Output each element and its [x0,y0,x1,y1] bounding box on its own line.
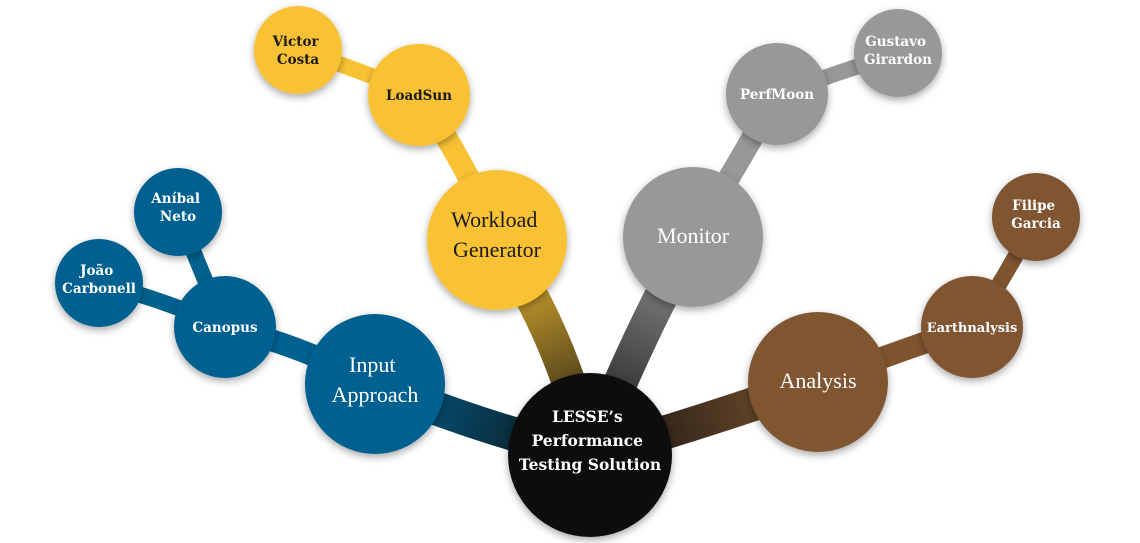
root-label: LESSE’s Performance Testing Solution [519,407,661,474]
monitor-line-1: Monitor [657,223,730,248]
earthnalysis-circle [921,276,1023,378]
joao-carbonell-label: João Carbonell [62,263,136,297]
canopus-circle [174,276,276,378]
input-approach-line-2: Approach [332,382,419,407]
gustavo-girardon-line-1: Gustavo [865,34,926,50]
analysis-circle [748,312,888,452]
anibal-neto-line-1: Aníbal [150,191,200,207]
joao-carbonell-circle [55,239,143,327]
root-circle [508,373,672,537]
root-label-line-1: LESSE’s [552,407,623,426]
canopus-label: Canopus [192,320,258,336]
filipe-garcia-line-1: Filipe [1012,198,1055,214]
victor-costa-line-2: Costa [277,52,320,68]
monitor-circle [623,167,763,307]
perfmoon-label: PerfMoon [740,87,814,103]
victor-costa-circle [254,6,342,94]
earthnalysis-label: Earthnalysis [927,321,1018,336]
victor-costa-label: Victor Costa [272,34,324,68]
loadsun-label: LoadSun [386,88,452,104]
root-node: LESSE’s Performance Testing Solution [508,373,672,537]
loadsun-circle [368,44,470,146]
canopus-line-1: Canopus [192,320,258,336]
filipe-garcia-circle [992,173,1080,261]
input-approach-circle [305,314,445,454]
loadsun-line-1: LoadSun [386,88,452,104]
filipe-garcia-line-2: Garcia [1011,216,1061,232]
gustavo-girardon-label: Gustavo Girardon [864,34,932,68]
anibal-neto-label: Aníbal Neto [150,191,204,225]
gustavo-girardon-line-2: Girardon [864,52,932,68]
workload-generator-line-1: Workload [451,207,537,232]
perfmoon-circle [726,43,828,145]
gustavo-girardon-circle [854,9,942,97]
analysis-line-1: Analysis [780,368,857,393]
root-label-line-2: Performance [532,431,644,450]
anibal-neto-line-2: Neto [160,209,196,225]
workload-generator-label: Workload Generator [451,207,543,262]
input-approach-label: Input Approach [332,352,419,407]
filipe-garcia-label: Filipe Garcia [1011,198,1061,232]
branch-workload-generator: Workload Generator LoadSun Victor Costa [254,6,567,310]
victor-costa-line-1: Victor [272,34,320,50]
joao-carbonell-line-1: João [79,263,113,279]
branch-analysis: Analysis Earthnalysis Filipe Garcia [748,173,1080,452]
workload-generator-line-2: Generator [453,237,542,262]
perfmoon-line-1: PerfMoon [740,87,814,103]
root-label-line-3: Testing Solution [519,455,661,474]
input-approach-line-1: Input [349,352,395,377]
workload-generator-circle [427,170,567,310]
branch-monitor: Monitor PerfMoon Gustavo Girardon [623,9,942,307]
analysis-label: Analysis [780,368,857,393]
anibal-neto-circle [134,168,222,256]
branch-input-approach: Input Approach Canopus Aníbal Neto João … [55,168,445,454]
joao-carbonell-line-2: Carbonell [62,281,136,297]
monitor-label: Monitor [657,223,730,248]
earthnalysis-line-1: Earthnalysis [927,321,1018,336]
